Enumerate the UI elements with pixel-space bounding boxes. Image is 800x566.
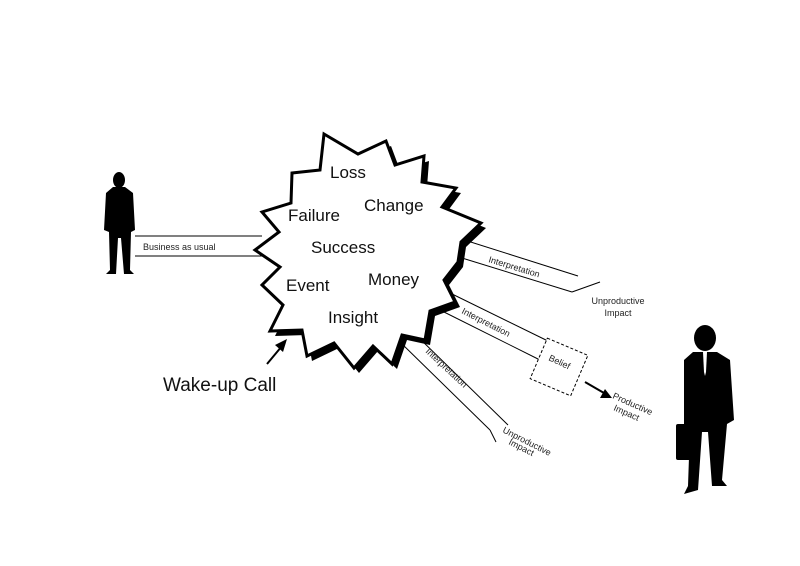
wake-up-call-arrow xyxy=(266,339,287,365)
word-event: Event xyxy=(286,276,330,295)
interpretation-path-lower: Interpretation xyxy=(399,333,509,443)
interpretation-path-upper: Interpretation xyxy=(457,237,601,293)
burst-shape xyxy=(252,131,484,371)
interpretation-label-lower: Interpretation xyxy=(424,346,470,389)
word-change: Change xyxy=(364,196,424,215)
wake-up-call-label: Wake-up Call xyxy=(163,375,276,396)
business-as-usual-path: Business as usual xyxy=(135,235,262,257)
unproductive-impact-upper-line2: Impact xyxy=(604,308,632,318)
belief-box: Belief xyxy=(529,337,589,397)
interpretation-label-upper: Interpretation xyxy=(487,254,541,279)
person-productive-figure xyxy=(676,325,734,494)
word-insight: Insight xyxy=(328,308,378,327)
word-failure: Failure xyxy=(288,206,340,225)
unproductive-impact-upper-line1: Unproductive xyxy=(591,296,644,306)
person-business-as-usual-figure xyxy=(104,172,135,274)
productive-arrow xyxy=(584,381,612,398)
word-loss: Loss xyxy=(330,163,366,182)
business-as-usual-label: Business as usual xyxy=(143,242,216,252)
word-money: Money xyxy=(368,270,420,289)
word-success: Success xyxy=(311,238,375,257)
